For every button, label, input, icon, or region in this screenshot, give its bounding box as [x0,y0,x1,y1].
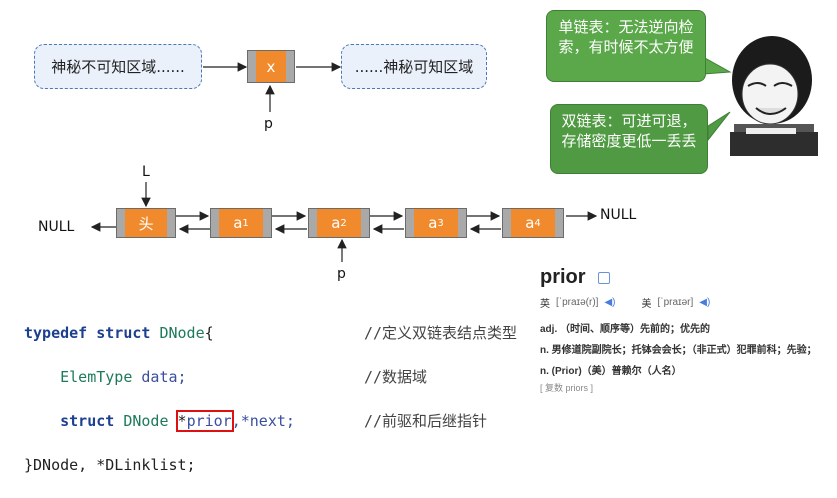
diagram-arrows [90,57,732,262]
node-a3-label: a [428,214,438,232]
comment-3: //前驱和后继指针 [364,412,488,430]
code-line-2: ElemType data; [60,368,187,386]
head-pointer-label: L [142,164,150,180]
code-block: typedef struct DNode{ ElemType data; str… [24,300,295,498]
dict-uk-label: 英 [540,299,550,310]
double-list-bubble: 双链表：可进可退，存储密度更低一丢丢 [550,104,708,174]
comment-1: //定义双链表结点类型 [364,324,518,342]
code-comments: //定义双链表结点类型 //数据域 //前驱和后继指针 [364,300,517,454]
known-region-box: ......神秘可知区域 [341,44,487,89]
comment-2: //数据域 [364,368,428,386]
node-x-label: x [266,57,276,76]
dict-noun-1: n. 男修道院副院长；托钵会会长；（非正式）犯罪前科；先验； [540,345,817,356]
double-list-text: 双链表：可进可退，存储密度更低一丢丢 [561,112,697,150]
code-line-4: }DNode, *DLinklist; [24,456,196,474]
prior-highlight: *prior [175,410,234,432]
node-a4-sub: 4 [534,217,541,229]
left-null-label: NULL [38,219,75,235]
dict-uk-ipa: [ˈpraɪə(r)] [556,297,599,308]
copy-icon[interactable] [597,271,610,284]
dict-adj: adj. （时间、顺序等）先前的；优先的 [540,324,711,335]
node-a4-label: a [525,214,535,232]
pointer-p-bottom-label: p [337,266,346,282]
node-head-label: 头 [138,214,154,233]
speaker-icon-uk[interactable]: ◀) [604,297,616,308]
unknown-region-box: 神秘不可知区域...... [34,44,202,89]
code-line-3: struct DNode *prior,*next; [60,410,295,432]
dict-plural: [ 复数 priors ] [540,383,594,393]
node-a1-label: a [233,214,243,232]
node-a2-sub: 2 [340,217,347,229]
speaker-icon-us[interactable]: ◀) [699,297,711,308]
dictionary-panel: prior 英 [ˈpraɪə(r)] ◀) 美 [ˈpraɪər] ◀) ad… [540,266,830,394]
dict-word: prior [540,266,586,288]
single-list-bubble: 单链表：无法逆向检索，有时候不太方便 [546,10,706,82]
bubble-tail-2 [707,111,731,142]
node-a2-label: a [331,214,341,232]
right-null-label: NULL [600,207,637,223]
node-a1-sub: 1 [242,217,249,229]
dict-us-ipa: [ˈpraɪər] [657,297,694,308]
meme-face-image [730,36,818,156]
single-list-text: 单链表：无法逆向检索，有时候不太方便 [558,18,694,56]
dict-us-label: 美 [641,299,652,310]
node-a3-sub: 3 [437,217,444,229]
code-line-1: typedef struct DNode{ [24,324,214,342]
known-region-label: ......神秘可知区域 [354,58,474,76]
pointer-p-top-label: p [264,116,273,132]
dll-node-head: 头 [116,208,176,238]
dict-noun-2: n. (Prior)（美）普赖尔（人名） [540,366,682,377]
node-x: x [247,50,295,83]
unknown-region-label: 神秘不可知区域...... [51,58,185,76]
